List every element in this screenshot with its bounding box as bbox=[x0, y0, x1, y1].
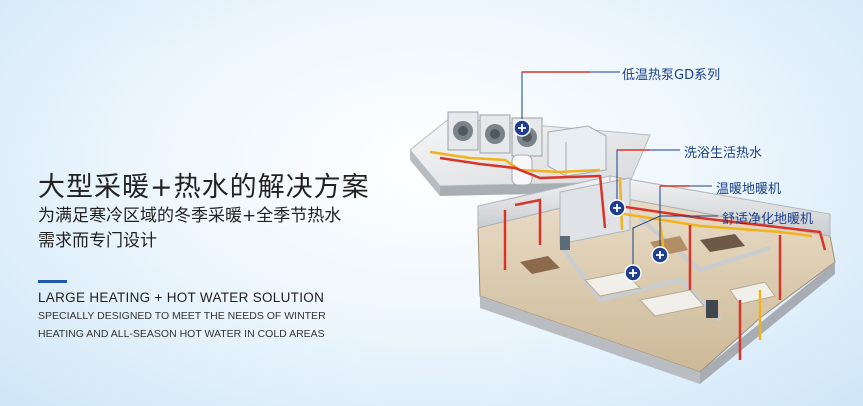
headline-subtitle: 为满足寒冷区域的冬季采暖+全季节热水 需求而专门设计 bbox=[38, 204, 398, 254]
english-subtitle-line-2: HEATING AND ALL-SEASON HOT WATER IN COLD… bbox=[38, 328, 325, 340]
roof-pipes bbox=[429, 150, 601, 180]
accent-divider bbox=[38, 280, 67, 283]
callout-heat-pump: 低温热泵GD系列 bbox=[622, 68, 721, 83]
english-subtitle: SPECIALLY DESIGNED TO MEET THE NEEDS OF … bbox=[38, 307, 358, 343]
callout-leaders bbox=[521, 71, 718, 272]
english-subtitle-line-1: SPECIALLY DESIGNED TO MEET THE NEEDS OF … bbox=[38, 310, 326, 322]
english-title: LARGE HEATING + HOT WATER SOLUTION bbox=[38, 290, 325, 305]
marker-plus-icon[interactable] bbox=[651, 246, 669, 264]
heating-pipes bbox=[503, 174, 827, 360]
subtitle-line-2: 需求而专门设计 bbox=[38, 231, 157, 251]
marker-plus-icon[interactable] bbox=[608, 199, 626, 217]
callout-purifying-floor-heater: 舒适净化地暖机 bbox=[722, 212, 814, 227]
subtitle-line-1: 为满足寒冷区域的冬季采暖+全季节热水 bbox=[38, 206, 342, 226]
callout-warm-floor-heater: 温暖地暖机 bbox=[716, 182, 782, 197]
storage-box bbox=[547, 125, 607, 177]
marker-plus-icon[interactable] bbox=[513, 119, 531, 137]
callout-bath-hot-water: 洗浴生活热水 bbox=[684, 146, 763, 161]
marker-plus-icon[interactable] bbox=[624, 264, 642, 282]
headline-title: 大型采暖+热水的解决方案 bbox=[38, 172, 370, 203]
